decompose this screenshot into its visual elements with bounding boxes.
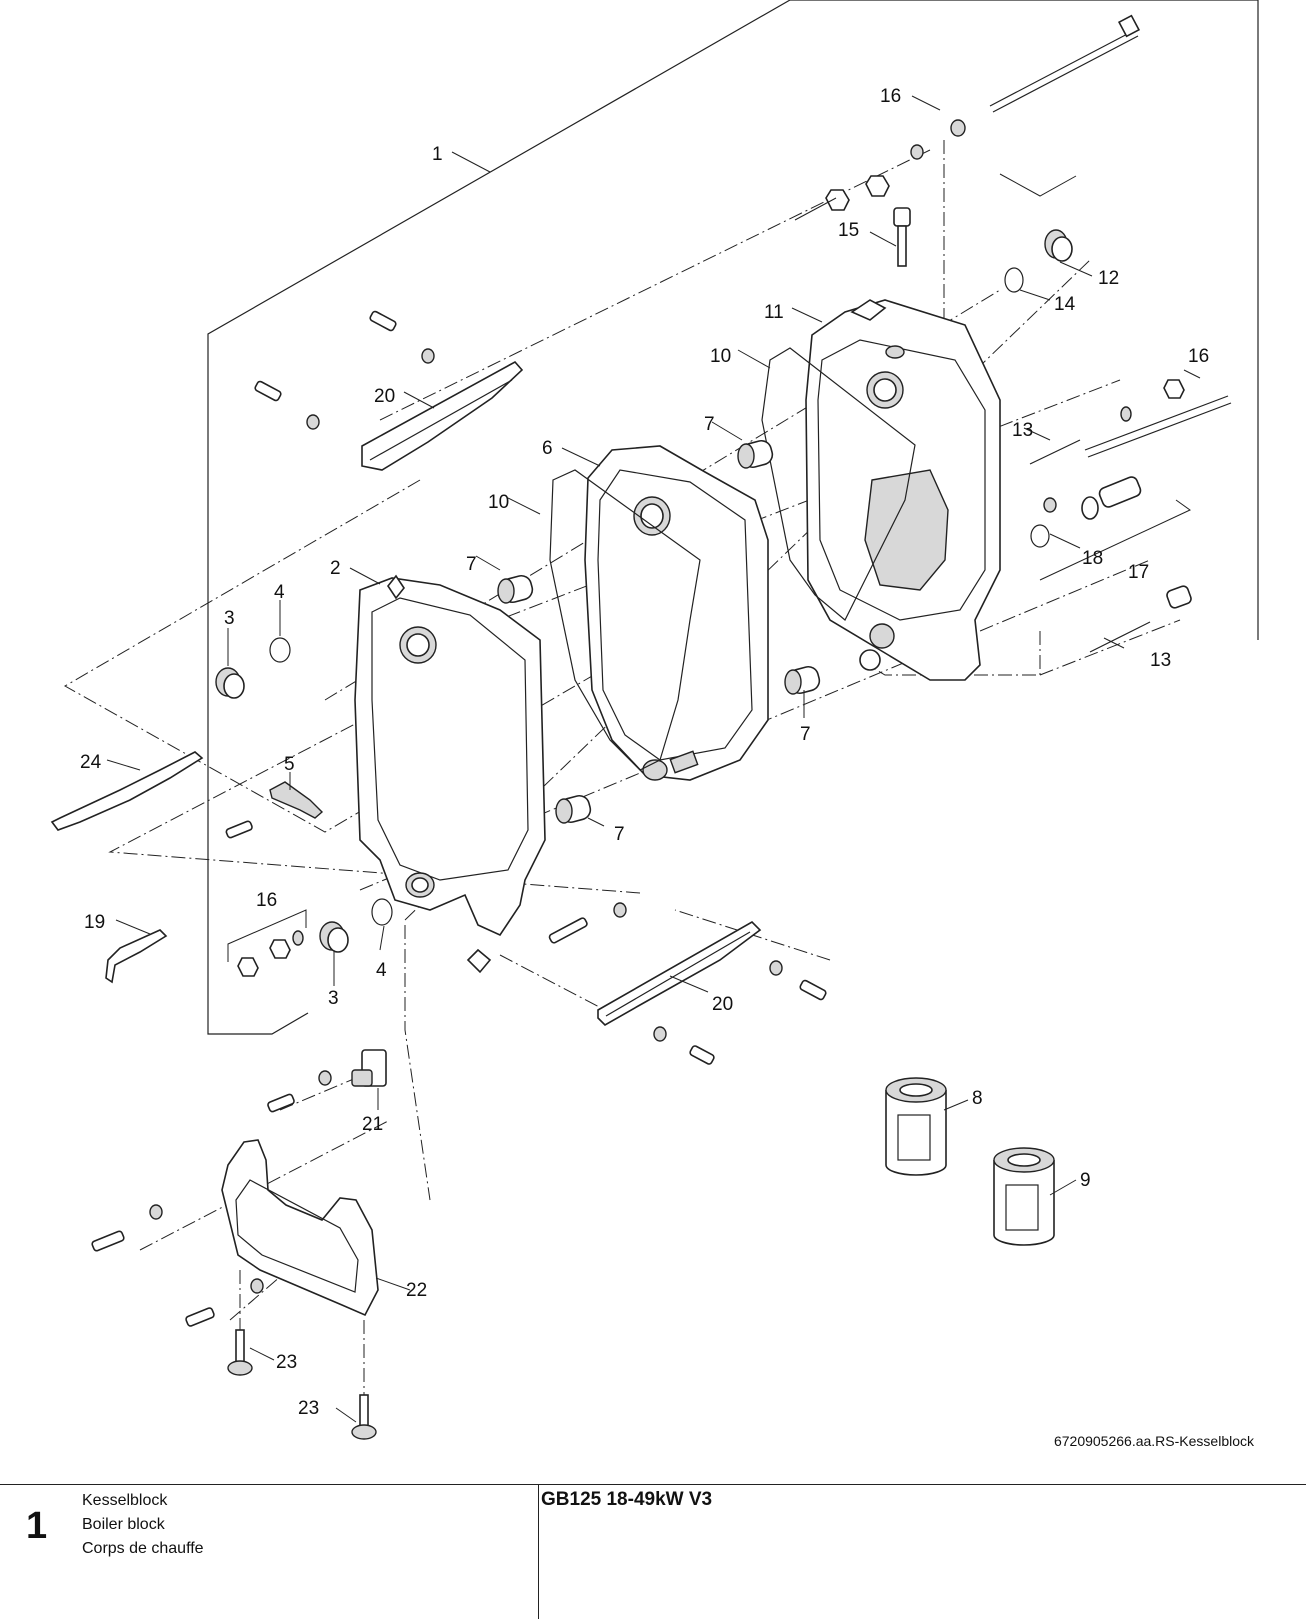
callout-5: 5 xyxy=(284,754,295,775)
callout-4b: 4 xyxy=(376,960,387,981)
cartridge-8 xyxy=(885,1077,947,1176)
seal-7-group xyxy=(497,439,821,824)
callout-8: 8 xyxy=(972,1088,983,1109)
page-number: 1 xyxy=(26,1505,48,1547)
callout-10a: 10 xyxy=(488,492,509,513)
callout-23b: 23 xyxy=(298,1398,319,1419)
assembly-names: Kesselblock Boiler block Corps de chauff… xyxy=(82,1489,204,1561)
front-section-2 xyxy=(354,574,546,937)
callout-11: 11 xyxy=(764,302,784,323)
callout-18: 18 xyxy=(1082,548,1103,569)
gasket-10-rear xyxy=(761,347,916,621)
exploded-view-drawing: 1 2 3 3 4 4 5 6 7 7 7 7 8 9 10 10 11 12 … xyxy=(50,0,1259,1449)
callout-9: 9 xyxy=(1080,1170,1091,1191)
bracket-20-top xyxy=(254,310,524,471)
callout-15: 15 xyxy=(838,220,859,241)
callout-7a: 7 xyxy=(466,554,477,575)
bracket-20-bottom xyxy=(466,902,827,1065)
callout-16b: 16 xyxy=(1188,346,1209,367)
callout-6: 6 xyxy=(542,438,553,459)
parts-list-footer: 1 Kesselblock Boiler block Corps de chau… xyxy=(0,1484,1306,1619)
sensor-21 xyxy=(267,1049,387,1113)
tie-rod-top xyxy=(825,14,1141,211)
callout-23a: 23 xyxy=(276,1352,297,1373)
callout-13b: 13 xyxy=(1150,650,1171,671)
stand-22 xyxy=(91,1139,379,1327)
gasket-10-middle xyxy=(549,469,701,771)
callout-19: 19 xyxy=(84,912,105,933)
callout-7c: 7 xyxy=(800,724,811,745)
callout-3: 3 xyxy=(224,608,235,629)
callout-17: 17 xyxy=(1128,562,1149,583)
callout-7d: 7 xyxy=(614,824,625,845)
callout-10b: 10 xyxy=(710,346,731,367)
drawing-reference: 6720905266.aa.RS-Kesselblock xyxy=(1054,1433,1255,1449)
callout-13a: 13 xyxy=(1012,420,1033,441)
callout-20b: 20 xyxy=(712,994,733,1015)
assembly-frame xyxy=(207,0,1259,1035)
model-name: GB125 18-49kW V3 xyxy=(541,1489,713,1510)
name-french: Corps de chauffe xyxy=(82,1540,204,1557)
callout-21: 21 xyxy=(362,1114,383,1135)
plug-3-gasket-4 xyxy=(215,637,393,953)
rear-section-11 xyxy=(805,299,1001,681)
callout-2: 2 xyxy=(330,558,341,579)
callout-16c: 16 xyxy=(256,890,277,911)
sensor-15 xyxy=(893,207,911,267)
callout-24: 24 xyxy=(80,752,102,773)
foot-23 xyxy=(227,1329,377,1440)
sensor-17 xyxy=(1030,476,1142,548)
callout-3b: 3 xyxy=(328,988,339,1009)
callout-1: 1 xyxy=(432,144,443,165)
name-german: Kesselblock xyxy=(82,1492,168,1509)
middle-section-6 xyxy=(584,445,769,781)
callout-16a: 16 xyxy=(880,86,901,107)
rod-13 xyxy=(1029,439,1192,653)
callout-12: 12 xyxy=(1098,268,1119,289)
baffle-19 xyxy=(105,929,168,984)
clip-5 xyxy=(269,781,324,819)
callout-22: 22 xyxy=(406,1280,427,1301)
callout-20a: 20 xyxy=(374,386,395,407)
leader-lines xyxy=(106,95,1201,1423)
nut-washer-16-left xyxy=(237,930,304,977)
footer-divider xyxy=(538,1485,539,1619)
callout-4: 4 xyxy=(274,582,285,603)
baffle-24 xyxy=(50,751,204,831)
callout-7b: 7 xyxy=(704,414,715,435)
callout-numbers: 1 2 3 3 4 4 5 6 7 7 7 7 8 9 10 10 11 12 … xyxy=(80,86,1209,1419)
plug-12 xyxy=(1004,229,1073,293)
name-english: Boiler block xyxy=(82,1516,165,1533)
callout-14: 14 xyxy=(1054,294,1076,315)
tie-rod-right xyxy=(1084,379,1232,458)
screw-5 xyxy=(225,820,253,839)
cartridge-9 xyxy=(993,1147,1055,1246)
